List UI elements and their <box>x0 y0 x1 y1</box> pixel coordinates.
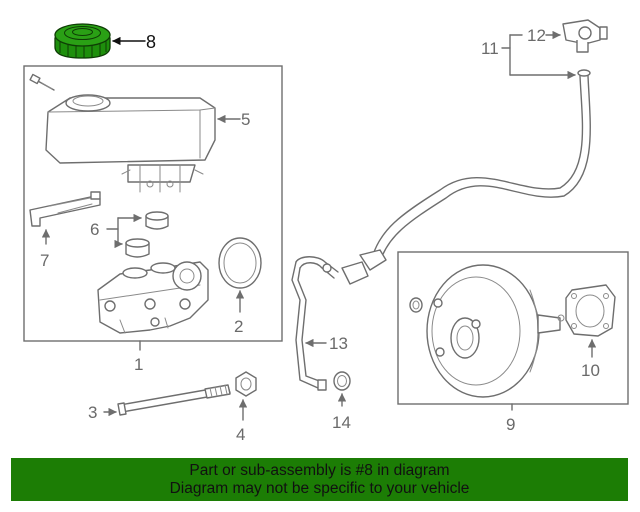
callout-bracket-6 <box>106 213 142 249</box>
reservoir-cap-part-8[interactable] <box>54 23 111 59</box>
callout-13: 13 <box>329 334 348 353</box>
callout-10: 10 <box>581 361 600 380</box>
master-cylinder-body[interactable] <box>97 261 209 334</box>
callout-3: 3 <box>88 403 97 422</box>
hex-nut-part-4[interactable] <box>235 371 257 397</box>
level-sensor-part-7[interactable] <box>29 191 101 227</box>
stud-bolt-part-3[interactable] <box>117 384 231 416</box>
gasket-part-10[interactable] <box>565 284 616 337</box>
vacuum-hose-part-11[interactable] <box>341 69 591 285</box>
fluid-reservoir-part-5[interactable] <box>45 94 216 193</box>
vacuum-pipe-part-13[interactable] <box>291 256 339 391</box>
o-ring-part-14[interactable] <box>333 371 351 391</box>
callout-6: 6 <box>90 220 99 239</box>
callout-12: 12 <box>527 26 546 45</box>
check-valve-part-12[interactable] <box>562 19 608 53</box>
callout-4: 4 <box>236 425 245 444</box>
master-cylinder-group-frame <box>23 65 283 342</box>
brake-booster-part-9[interactable] <box>409 264 565 398</box>
level-sensor-plug <box>29 73 55 91</box>
banner-line-2: Diagram may not be specific to your vehi… <box>169 479 470 497</box>
callout-2: 2 <box>234 317 243 336</box>
booster-group-frame <box>397 251 629 405</box>
callout-9: 9 <box>506 415 515 434</box>
banner-line-1: Part or sub-assembly is #8 in diagram <box>189 461 450 479</box>
callout-bracket-11 <box>501 34 576 80</box>
callout-5: 5 <box>241 110 250 129</box>
callout-11: 11 <box>481 39 499 58</box>
parts-diagram: 8 5 7 6 <box>23 19 629 444</box>
callout-14: 14 <box>332 413 351 432</box>
info-banner: Part or sub-assembly is #8 in diagram Di… <box>11 458 628 501</box>
callout-7: 7 <box>40 251 49 270</box>
callout-1: 1 <box>134 355 143 374</box>
grommets-part-6[interactable] <box>125 211 169 258</box>
seal-ring-part-2[interactable] <box>218 237 262 289</box>
callout-8: 8 <box>146 32 156 52</box>
